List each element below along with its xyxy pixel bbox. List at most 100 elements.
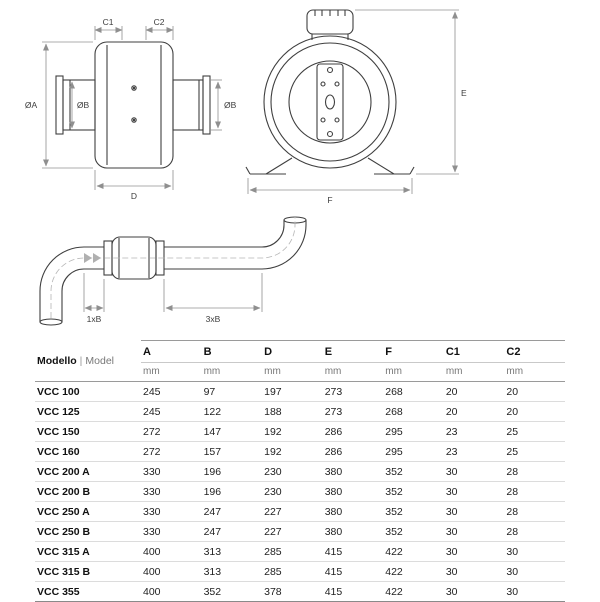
unit-label: mm: [322, 362, 384, 382]
unit-label: mm: [443, 362, 505, 382]
value-cell: 330: [141, 501, 202, 522]
value-cell: 295: [383, 441, 444, 462]
model-name: VCC 200 A: [35, 461, 141, 482]
value-cell: 196: [201, 481, 263, 502]
value-cell: 147: [201, 421, 263, 442]
value-cell: 20: [443, 381, 505, 402]
column-header-d: D: [262, 340, 323, 363]
value-cell: 268: [383, 401, 444, 422]
screw-icon: [131, 85, 137, 91]
model-header-primary: Modello: [37, 354, 77, 367]
value-cell: 313: [201, 561, 263, 582]
value-cell: 23: [443, 441, 505, 462]
dim-label-c2: C2: [154, 17, 165, 27]
value-cell: 422: [383, 561, 444, 582]
value-cell: 330: [141, 481, 202, 502]
value-cell: 272: [141, 441, 202, 462]
value-cell: 313: [201, 541, 263, 562]
value-cell: 330: [141, 521, 202, 542]
value-cell: 415: [322, 561, 384, 582]
installation-view: [39, 216, 307, 326]
column-header-e: E: [322, 340, 384, 363]
value-cell: 380: [322, 521, 384, 542]
value-cell: 400: [141, 541, 202, 562]
value-cell: 352: [383, 481, 444, 502]
value-cell: 30: [504, 541, 565, 562]
value-cell: 28: [504, 461, 565, 482]
value-cell: 227: [262, 521, 323, 542]
value-cell: 122: [201, 401, 263, 422]
front-view: [245, 9, 415, 175]
model-name: VCC 200 B: [35, 481, 141, 502]
value-cell: 380: [322, 501, 384, 522]
value-cell: 230: [262, 481, 323, 502]
technical-drawing: C1 C2 ØA ØB ØB D: [25, 9, 467, 326]
value-cell: 192: [262, 441, 323, 462]
value-cell: 352: [383, 521, 444, 542]
value-cell: 30: [443, 461, 505, 482]
unit-label: mm: [504, 362, 565, 382]
column-header-b: B: [201, 340, 263, 363]
model-name: VCC 125: [35, 401, 141, 422]
value-cell: 197: [262, 381, 323, 402]
value-cell: 30: [443, 501, 505, 522]
motor-plate: [316, 63, 344, 141]
value-cell: 188: [262, 401, 323, 422]
value-cell: 23: [443, 421, 505, 442]
unit-label: mm: [141, 362, 202, 382]
model-name: VCC 100: [35, 381, 141, 402]
value-cell: 352: [201, 581, 263, 602]
model-name: VCC 355: [35, 581, 141, 602]
model-header-secondary: Model: [85, 354, 115, 367]
value-cell: 245: [141, 381, 202, 402]
duct-centerline: [50, 216, 296, 318]
value-cell: 157: [201, 441, 263, 462]
column-header-c2: C2: [504, 340, 565, 363]
unit-label: mm: [383, 362, 444, 382]
value-cell: 330: [141, 461, 202, 482]
value-cell: 25: [504, 441, 565, 462]
value-cell: 400: [141, 581, 202, 602]
value-cell: 20: [504, 401, 565, 422]
column-header-f: F: [383, 340, 444, 363]
value-cell: 192: [262, 421, 323, 442]
model-column-header: Modello|Model: [35, 340, 141, 382]
dim-label-d: D: [131, 191, 137, 201]
inlet-elbow: [39, 246, 104, 322]
left-foot: [265, 157, 293, 175]
value-cell: 97: [201, 381, 263, 402]
value-cell: 273: [322, 401, 384, 422]
value-cell: 30: [504, 581, 565, 602]
airflow-arrow-icon: [84, 253, 92, 263]
value-cell: 30: [443, 521, 505, 542]
value-cell: 286: [322, 421, 384, 442]
value-cell: 295: [383, 421, 444, 442]
value-cell: 422: [383, 581, 444, 602]
value-cell: 286: [322, 441, 384, 462]
value-cell: 28: [504, 521, 565, 542]
value-cell: 30: [443, 581, 505, 602]
column-header-c1: C1: [443, 340, 505, 363]
value-cell: 196: [201, 461, 263, 482]
dim-label-f: F: [327, 195, 332, 205]
value-cell: 20: [504, 381, 565, 402]
right-flange: [202, 75, 211, 135]
side-view: [55, 41, 211, 169]
value-cell: 247: [201, 501, 263, 522]
outer-casing: [263, 35, 397, 169]
value-cell: 352: [383, 501, 444, 522]
screw-icon: [131, 117, 137, 123]
unit-label: mm: [262, 362, 323, 382]
value-cell: 378: [262, 581, 323, 602]
value-cell: 230: [262, 461, 323, 482]
left-flange: [55, 75, 64, 135]
dim-label-c1: C1: [103, 17, 114, 27]
